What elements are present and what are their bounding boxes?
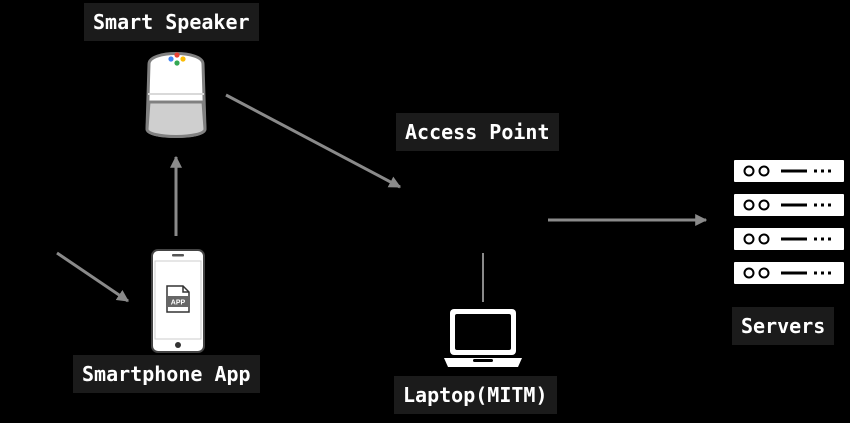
server-unit — [734, 160, 844, 182]
server-unit — [734, 262, 844, 284]
smartphone-icon: APP — [151, 249, 205, 353]
server-rack-icon — [734, 160, 844, 284]
laptop-mitm-label: Laptop(MITM) — [394, 376, 557, 414]
smart-speaker-icon — [145, 52, 207, 138]
server-unit — [734, 228, 844, 250]
server-unit — [734, 194, 844, 216]
laptop-icon — [444, 309, 522, 367]
smart-speaker-label: Smart Speaker — [84, 3, 259, 41]
arrow-incoming-to-phone — [56, 251, 129, 303]
smartphone-app-label: Smartphone App — [73, 355, 260, 393]
servers-label: Servers — [732, 307, 835, 345]
app-file-label: APP — [171, 300, 186, 307]
arrow-speaker-to-access-point — [225, 93, 402, 189]
access-point-label: Access Point — [396, 113, 559, 151]
